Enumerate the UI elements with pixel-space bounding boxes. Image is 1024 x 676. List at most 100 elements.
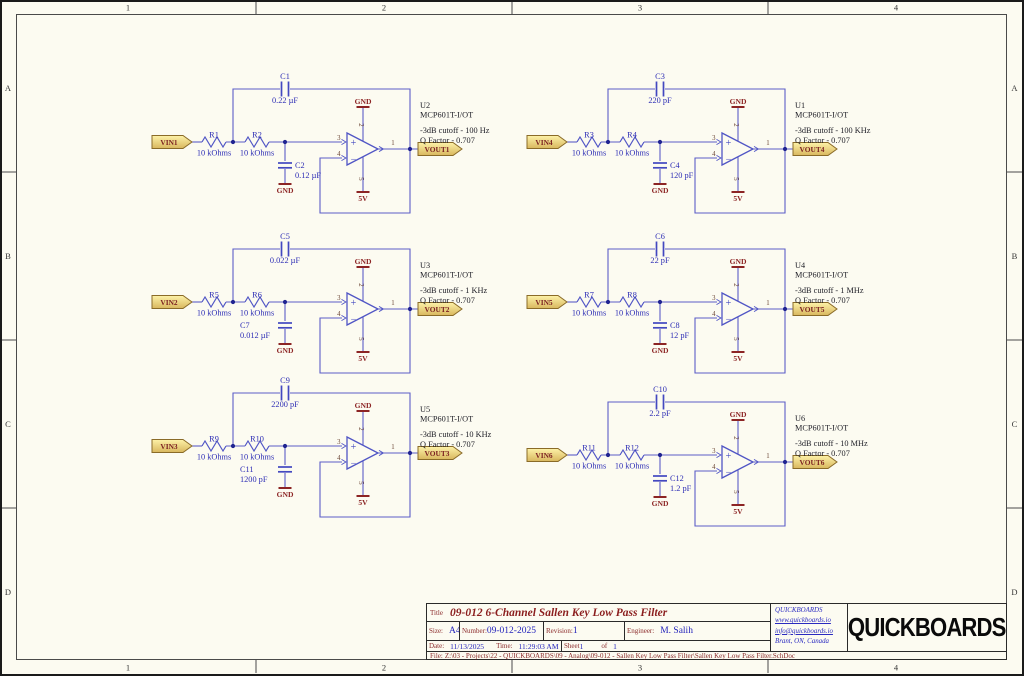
C1-designator: C1 bbox=[280, 72, 290, 81]
port-VIN3[interactable]: VIN3 bbox=[151, 439, 193, 453]
capacitor-C1[interactable]: C10.22 µF bbox=[272, 72, 298, 105]
port-VIN4[interactable]: VIN4 bbox=[526, 135, 568, 149]
power-port-gnd[interactable]: GND bbox=[652, 496, 669, 508]
opamp-minus-input: − bbox=[351, 458, 357, 469]
power-port-5v[interactable]: 5V bbox=[731, 351, 745, 363]
net-wire[interactable] bbox=[232, 248, 280, 302]
frame-column-label: 3 bbox=[638, 663, 642, 673]
R3-designator: R3 bbox=[584, 131, 594, 140]
power-port-gnd-top[interactable]: GND bbox=[730, 97, 747, 108]
net-wire[interactable] bbox=[665, 248, 786, 374]
net-wire[interactable] bbox=[607, 248, 655, 302]
sheet-title: 09-012 6-Channel Sallen Key Low Pass Fil… bbox=[449, 606, 668, 619]
port-VOUT5[interactable]: VOUT5 bbox=[792, 302, 838, 316]
capacitor-C5[interactable]: C50.022 µF bbox=[270, 232, 301, 265]
R5-designator: R5 bbox=[209, 291, 219, 300]
resistor-R3[interactable]: R3 10 kOhms bbox=[572, 131, 606, 158]
opamp-minus-input: − bbox=[351, 314, 357, 325]
net-wire[interactable] bbox=[607, 401, 655, 455]
port-VOUT2[interactable]: VOUT2 bbox=[417, 302, 463, 316]
of-label: of bbox=[601, 642, 608, 650]
opamp-minus-input: − bbox=[351, 154, 357, 165]
power-port-gnd[interactable]: GND bbox=[652, 343, 669, 355]
net-wire[interactable] bbox=[290, 88, 411, 214]
C12-value: 1.2 pF bbox=[670, 484, 692, 493]
R1-value: 10 kOhms bbox=[197, 149, 231, 158]
net-wire[interactable] bbox=[665, 88, 786, 214]
revision-label: Revision: bbox=[546, 627, 573, 635]
engineer-value: M. Salih bbox=[660, 626, 693, 636]
pin-number-vdd: 5 bbox=[357, 177, 364, 181]
port-VIN5[interactable]: VIN5 bbox=[526, 295, 568, 309]
port-VOUT1[interactable]: VOUT1 bbox=[417, 142, 463, 156]
power-port-gnd-top[interactable]: GND bbox=[355, 97, 372, 108]
R3-value: 10 kOhms bbox=[572, 149, 606, 158]
port-VIN6[interactable]: VIN6 bbox=[526, 448, 568, 462]
power-port-gnd[interactable]: GND bbox=[652, 183, 669, 195]
net-wire[interactable] bbox=[232, 392, 280, 446]
company-email-link[interactable]: info@quickboards.io bbox=[775, 627, 833, 635]
power-port-gnd-top[interactable]: GND bbox=[730, 257, 747, 268]
power-port-gnd[interactable]: GND bbox=[277, 487, 294, 499]
capacitor-C2[interactable]: C20.12 µF bbox=[278, 161, 321, 180]
U6-designator: U6 bbox=[795, 414, 805, 423]
pin-number-out: 1 bbox=[766, 453, 769, 460]
junction-dot bbox=[230, 443, 236, 449]
power-port-gnd[interactable]: GND bbox=[277, 343, 294, 355]
power-port-gnd-top[interactable]: GND bbox=[730, 410, 747, 421]
power-port-5v[interactable]: 5V bbox=[356, 191, 370, 203]
company-website-link[interactable]: www.quickboards.io bbox=[775, 617, 831, 625]
net-wire[interactable] bbox=[607, 88, 655, 142]
power-port-gnd[interactable]: GND bbox=[277, 183, 294, 195]
net-wire[interactable] bbox=[290, 248, 411, 374]
net-wire[interactable] bbox=[290, 392, 411, 518]
port-VOUT4[interactable]: VOUT4 bbox=[792, 142, 838, 156]
port-VOUT3[interactable]: VOUT3 bbox=[417, 446, 463, 460]
net-wire[interactable] bbox=[232, 88, 280, 142]
power-port-5v[interactable]: 5V bbox=[731, 191, 745, 203]
net-wire[interactable] bbox=[665, 401, 786, 527]
power-port-5v[interactable]: 5V bbox=[731, 504, 745, 516]
power-port-5v[interactable]: 5V bbox=[356, 351, 370, 363]
junction-dot bbox=[282, 139, 288, 145]
power-port-gnd-top[interactable]: GND bbox=[355, 257, 372, 268]
C10-value: 2.2 pF bbox=[649, 409, 671, 418]
power-port-5v[interactable]: 5V bbox=[356, 495, 370, 507]
junction-dot bbox=[782, 459, 788, 465]
capacitor-C7[interactable]: C70.012 µF bbox=[240, 321, 292, 340]
q-factor-note: Q Factor - 0.707 bbox=[795, 449, 850, 458]
power-port-gnd-top[interactable]: GND bbox=[355, 401, 372, 412]
port-VIN1[interactable]: VIN1 bbox=[151, 135, 193, 149]
opamp-plus-input: + bbox=[726, 138, 732, 149]
port-VIN2[interactable]: VIN2 bbox=[151, 295, 193, 309]
port-VOUT6[interactable]: VOUT6 bbox=[792, 455, 838, 469]
junction-dot bbox=[605, 299, 611, 305]
